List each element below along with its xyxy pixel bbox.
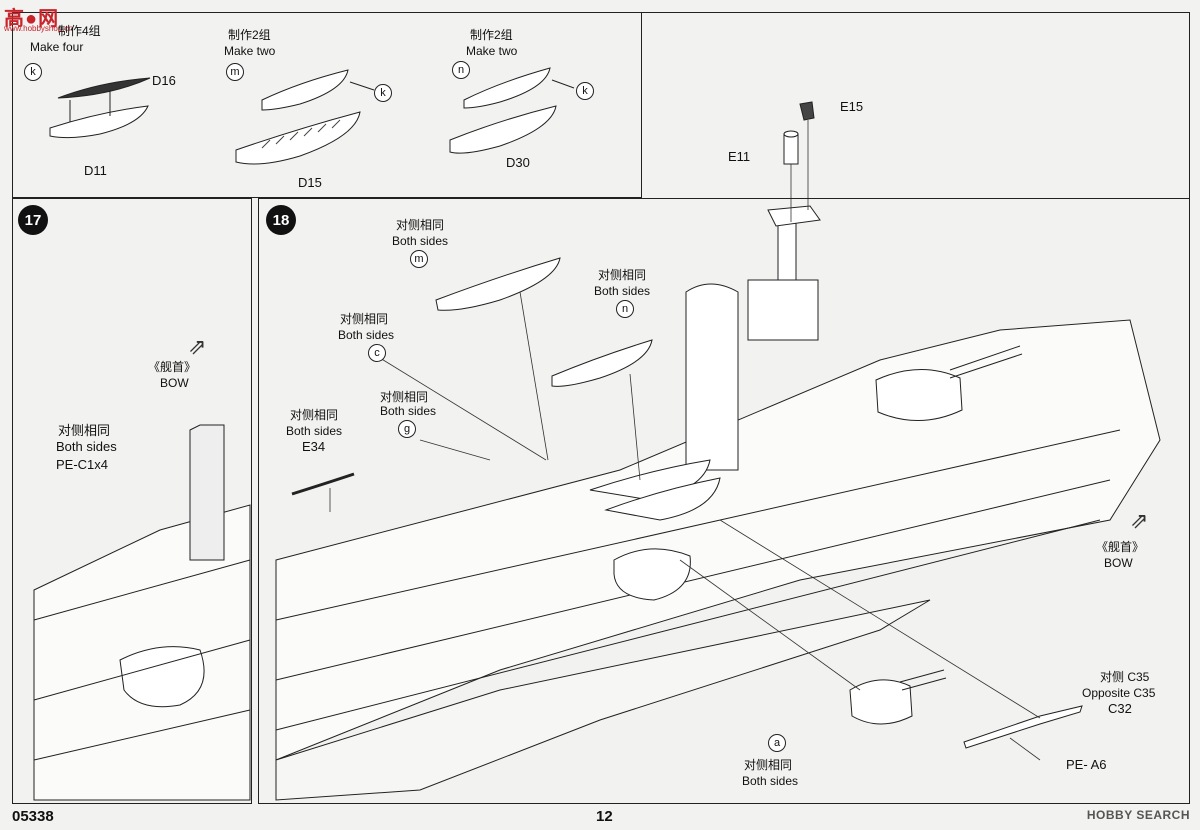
step17-bow-arrow-icon: ⇗ xyxy=(188,334,207,359)
step18-bow-cn: 《舰首》 xyxy=(1096,540,1145,554)
step18-n-en: Both sides xyxy=(594,284,651,298)
step18-c-en: Both sides xyxy=(338,328,395,342)
step18-panel xyxy=(258,198,1190,804)
watermark-logo: HOBBY SEARCH xyxy=(1086,808,1190,822)
part-d16-label: D16 xyxy=(152,73,176,88)
top-subassembly-panel xyxy=(12,12,642,198)
part-d30-label: D30 xyxy=(506,155,530,170)
step18-g-cn: 对侧相同 xyxy=(380,390,429,404)
step17-bow-en: BOW xyxy=(160,376,189,390)
group-m-marker: m xyxy=(226,63,244,81)
step18-m-cn: 对侧相同 xyxy=(396,218,445,232)
step18-c32-label: C32 xyxy=(1108,701,1132,716)
step17-number: 17 xyxy=(18,205,48,235)
step17-both-cn: 对侧相同 xyxy=(58,423,111,438)
group-m-en: Make two xyxy=(224,44,276,58)
part-e11 xyxy=(783,130,799,165)
site-url: www.hobbyshop.cn xyxy=(4,24,73,33)
step18-bow-arrow-icon: ⇗ xyxy=(1130,508,1149,533)
group-n-sub-marker: k xyxy=(576,82,594,100)
group-n-en: Make two xyxy=(466,44,518,58)
part-d15-label: D15 xyxy=(298,175,322,190)
group-k-marker: k xyxy=(24,63,42,81)
turret-a xyxy=(849,669,947,725)
step17-part-label: PE-C1x4 xyxy=(56,457,109,472)
boat-m-d15 xyxy=(235,69,375,165)
part-e11-label: E11 xyxy=(728,149,751,164)
group-k-en: Make four xyxy=(30,40,84,54)
step18-c-cn: 对侧相同 xyxy=(340,312,389,326)
group-m-sub-marker: k xyxy=(374,84,392,102)
part-d11-label: D11 xyxy=(84,163,107,178)
step18-c35-cn: 对侧 C35 xyxy=(1100,670,1150,684)
part-c32 xyxy=(963,705,1083,749)
top-right-border xyxy=(642,12,1190,13)
step17-both-en: Both sides xyxy=(56,439,117,454)
group-n-cn: 制作2组 xyxy=(470,28,513,42)
part-e34 xyxy=(291,472,355,496)
step18-number: 18 xyxy=(266,205,296,235)
step18-n-marker: n xyxy=(616,300,634,318)
boat-n-d30 xyxy=(449,67,575,154)
step18-c35-en: Opposite C35 xyxy=(1082,686,1156,700)
step18-m-marker: m xyxy=(410,250,428,268)
step18-a-marker: a xyxy=(768,734,786,752)
step18-m-en: Both sides xyxy=(392,234,449,248)
part-e15 xyxy=(799,101,815,121)
step18-pe-a6-label: PE- A6 xyxy=(1066,757,1107,772)
kit-code: 05338 xyxy=(12,808,54,825)
step18-e34-cn: 对侧相同 xyxy=(290,408,339,422)
step18-e34-label: E34 xyxy=(302,439,326,454)
group-k-cn: 制作4组 xyxy=(58,24,101,38)
group-n-marker: n xyxy=(452,61,470,79)
step18-a-cn: 对侧相同 xyxy=(744,758,793,772)
step18-g-en: Both sides xyxy=(380,404,437,418)
boat-n-18 xyxy=(551,339,653,387)
step18-c-marker: c xyxy=(368,344,386,362)
step17-hull xyxy=(33,424,251,801)
boat-k-d16 xyxy=(49,77,151,139)
step18-bow-en: BOW xyxy=(1104,556,1133,570)
step18-n-cn: 对侧相同 xyxy=(598,268,647,282)
step18-hull xyxy=(275,205,1161,801)
step18-e34-en: Both sides xyxy=(286,424,343,438)
boat-m-18 xyxy=(435,257,561,311)
group-m-cn: 制作2组 xyxy=(228,28,271,42)
step18-g-marker: g xyxy=(398,420,416,438)
step17-panel xyxy=(12,198,252,804)
step17-bow-cn: 《舰首》 xyxy=(148,360,197,374)
part-e15-label: E15 xyxy=(840,99,864,114)
step18-a-en: Both sides xyxy=(742,774,799,788)
page-number: 12 xyxy=(596,808,613,825)
site-logo: 高●网 xyxy=(4,8,60,30)
right-border xyxy=(1189,12,1190,198)
